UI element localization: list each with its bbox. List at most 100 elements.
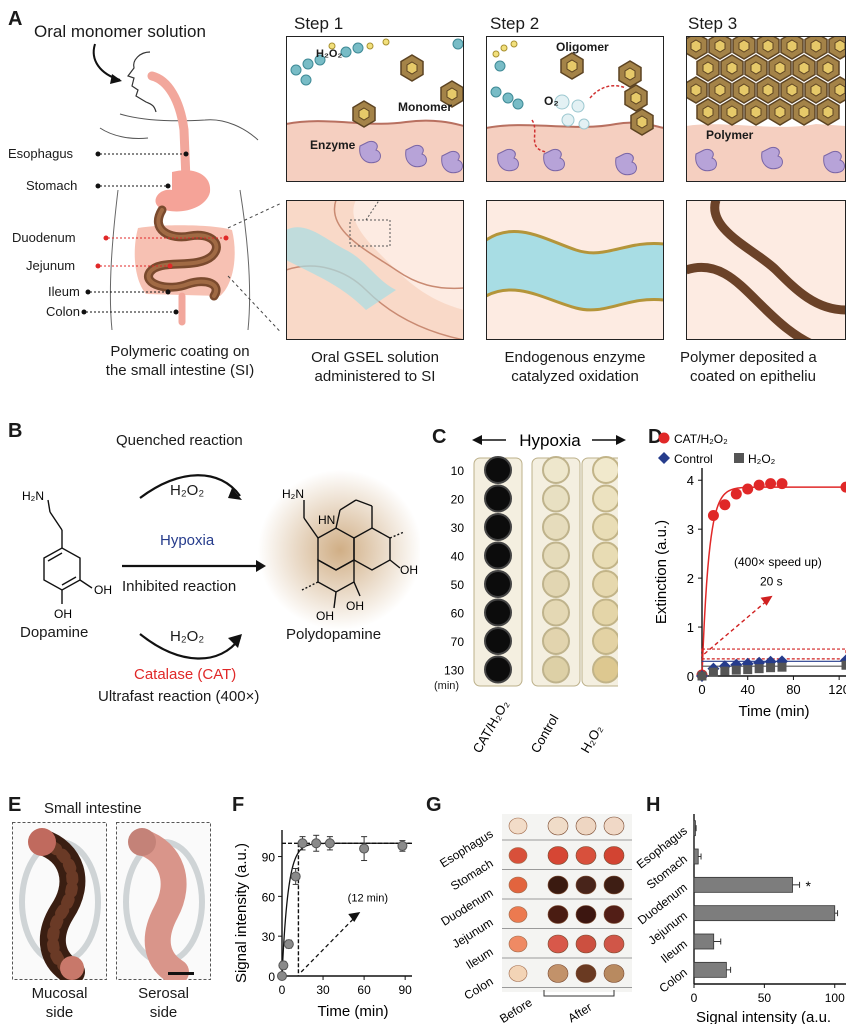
f-annotation: (12 min): [348, 893, 388, 905]
h-x-axis-label: Signal intensity (a.u.: [696, 1009, 831, 1024]
well-1-20: [543, 486, 569, 512]
well-1-50: [543, 571, 569, 597]
g-after-duodenum-2: [604, 876, 624, 894]
well-0-10: [485, 457, 511, 483]
g-before-jejunum: [509, 907, 527, 923]
d-xtick-label-80: 80: [786, 682, 800, 697]
g-after-jejunum-0: [548, 906, 568, 924]
well-0-130: [485, 657, 511, 683]
d-legend-marker-control: [658, 452, 670, 464]
d-annotation-speedup: (400× speed up): [734, 555, 822, 569]
g-after-colon-2: [604, 965, 624, 983]
d-ytick-label-3: 3: [687, 522, 694, 537]
d-legend-marker-h2o2: [734, 453, 744, 463]
time-label-70: 70: [451, 635, 465, 649]
mucosal-caption-line-1: Mucosal: [12, 984, 107, 1003]
g-before-esophagus: [509, 818, 527, 834]
f-point-25: [312, 839, 321, 848]
g-after-ileum-0: [548, 935, 568, 953]
time-label-50: 50: [451, 578, 465, 592]
h-category-label-ileum: Ileum: [658, 937, 690, 966]
caption-line-2: the small intestine (SI): [80, 361, 280, 380]
time-label-130: 130: [444, 664, 464, 678]
f-fit-curve: [282, 843, 411, 976]
d-xtick-label-0: 0: [698, 682, 705, 697]
step-1-caption-line-2: administered to SI: [286, 367, 464, 386]
inset-h2o2-label: H₂O₂: [316, 48, 342, 60]
organ-grid-svg: EsophagusStomachDuodenumJejunumIleumColo…: [418, 814, 638, 1024]
serosal-caption-line-2: side: [116, 1003, 211, 1022]
g-after-colon-0: [548, 965, 568, 983]
f-ytick-label-0: 0: [268, 970, 275, 984]
step-3-caption-line-2: coated on epitheliu: [680, 367, 846, 386]
f-xtick-label-90: 90: [398, 983, 412, 997]
intestine-photos: [12, 822, 212, 980]
g-after-ileum-1: [576, 935, 596, 953]
d-xtick-label-120: 120: [828, 682, 846, 697]
panel-e-letter: E: [8, 794, 21, 817]
f-annotation-arrowhead: [348, 912, 360, 922]
h-significance-star: *: [806, 878, 812, 894]
hypoxia-title: Hypoxia: [519, 431, 581, 450]
h-xtick-label-100: 100: [825, 991, 845, 1005]
well-2-130: [593, 657, 618, 683]
h-xtick-label-0: 0: [691, 991, 698, 1005]
d-point-cat-30: [731, 488, 742, 499]
serosal-caption-line-1: Serosal: [116, 984, 211, 1003]
h-bar-jejunum: [694, 906, 835, 921]
step-3-title: Step 3: [688, 14, 737, 34]
g-after-stomach-1: [576, 847, 596, 865]
inset-enzyme-label: Enzyme: [310, 138, 355, 152]
d-ytick-label-0: 0: [687, 669, 694, 684]
d-point-h2o2-10: [709, 668, 718, 677]
time-label-60: 60: [451, 607, 465, 621]
d-point-h2o2-20: [720, 667, 729, 676]
f-x-axis-label: Time (min): [317, 1003, 388, 1020]
f-point-15: [298, 839, 307, 848]
step-1-title: Step 1: [294, 14, 343, 34]
f-point-5: [284, 940, 293, 949]
f-ytick-label-60: 60: [262, 890, 276, 904]
organ-duodenum: Duodenum: [12, 230, 76, 245]
d-ytick-label-4: 4: [687, 473, 694, 488]
time-label-40: 40: [451, 550, 465, 564]
organ-esophagus: Esophagus: [8, 146, 73, 161]
h-xtick-label-50: 50: [758, 991, 772, 1005]
time-label-20: 20: [451, 493, 465, 507]
well-0-40: [485, 543, 511, 569]
d-point-h2o2-0: [698, 672, 707, 681]
h-bar-esophagus: [694, 821, 695, 836]
well-1-70: [543, 628, 569, 654]
d-y-axis-label: Extinction (a.u.): [653, 520, 670, 624]
organ-stomach: Stomach: [26, 178, 77, 193]
f-ytick-label-30: 30: [262, 930, 276, 944]
panel-c-letter: C: [432, 426, 446, 449]
d-point-h2o2-50: [755, 664, 764, 673]
h-category-label-colon: Colon: [657, 965, 690, 995]
d-point-cat-130: [841, 482, 846, 493]
g-after-esophagus-2: [604, 817, 624, 835]
well-0-60: [485, 600, 511, 626]
d-legend-h2o2: H₂O₂: [748, 452, 776, 466]
g-after-esophagus-1: [576, 817, 596, 835]
inset-o2-label: O₂: [544, 94, 559, 108]
f-point-10: [291, 872, 300, 881]
f-point-0: [278, 972, 287, 981]
time-unit-label: (min): [434, 680, 459, 692]
step-insets-bottom: [286, 200, 846, 340]
panel-a-caption: Polymeric coating on the small intestine…: [80, 342, 280, 380]
h-bar-colon: [694, 962, 726, 977]
g-after-esophagus-0: [548, 817, 568, 835]
step-3-caption-line-1: Polymer deposited a: [680, 348, 846, 367]
well-2-70: [593, 628, 618, 654]
g-after-duodenum-1: [576, 876, 596, 894]
g-before-ileum: [509, 936, 527, 952]
dopamine-h2n: H₂N: [22, 489, 44, 503]
caption-line-1: Polymeric coating on: [80, 342, 280, 361]
step-2-caption: Endogenous enzyme catalyzed oxidation: [486, 348, 664, 386]
d-point-h2o2-70: [778, 663, 787, 672]
d-point-h2o2-30: [732, 666, 741, 675]
h-bar-stomach: [694, 849, 698, 864]
